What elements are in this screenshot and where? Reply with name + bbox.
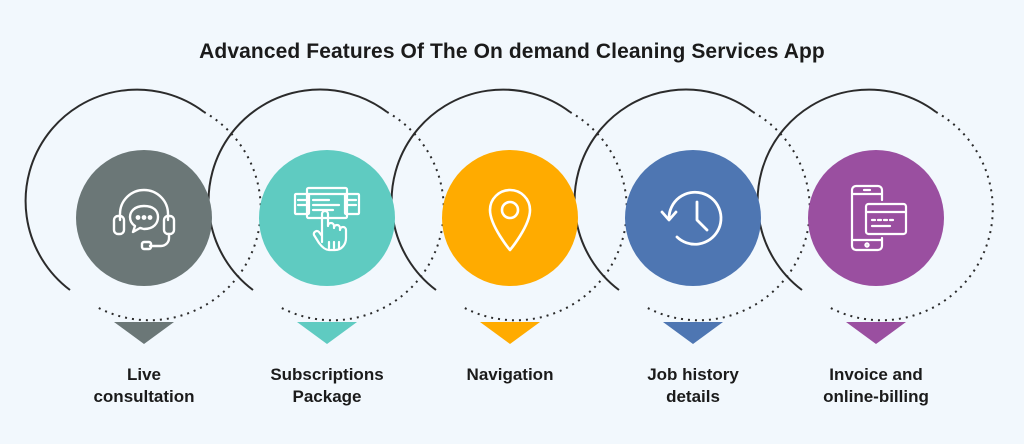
history-clock-icon [660,190,723,246]
feature-circle-job-history [625,150,761,286]
feature-label-job-history: Job history details [647,365,739,406]
feature-label-subscriptions-package: Subscriptions Package [270,365,384,406]
feature-label-invoice-billing: Invoice and online-billing [823,365,929,406]
solid-arc-1 [24,88,205,291]
pointer-navigation [480,322,540,344]
feature-circle-navigation [442,150,578,286]
pointer-subscriptions-package [297,322,357,344]
pointer-job-history [663,322,723,344]
feature-circle-invoice-billing [808,150,944,286]
touch-screen-icon [293,186,361,252]
location-pin-icon [488,188,532,252]
feature-label-navigation: Navigation [466,365,554,384]
page-title: Advanced Features Of The On demand Clean… [199,40,825,63]
headset-chat-icon [112,188,176,251]
feature-circle-subscriptions-package [259,150,395,286]
feature-circle-live-consultation [76,150,212,286]
feature-label-live-consultation: Live consultation [93,365,195,406]
pointer-live-consultation [114,322,174,344]
phone-card-icon [850,184,908,252]
pointer-invoice-billing [846,322,906,344]
